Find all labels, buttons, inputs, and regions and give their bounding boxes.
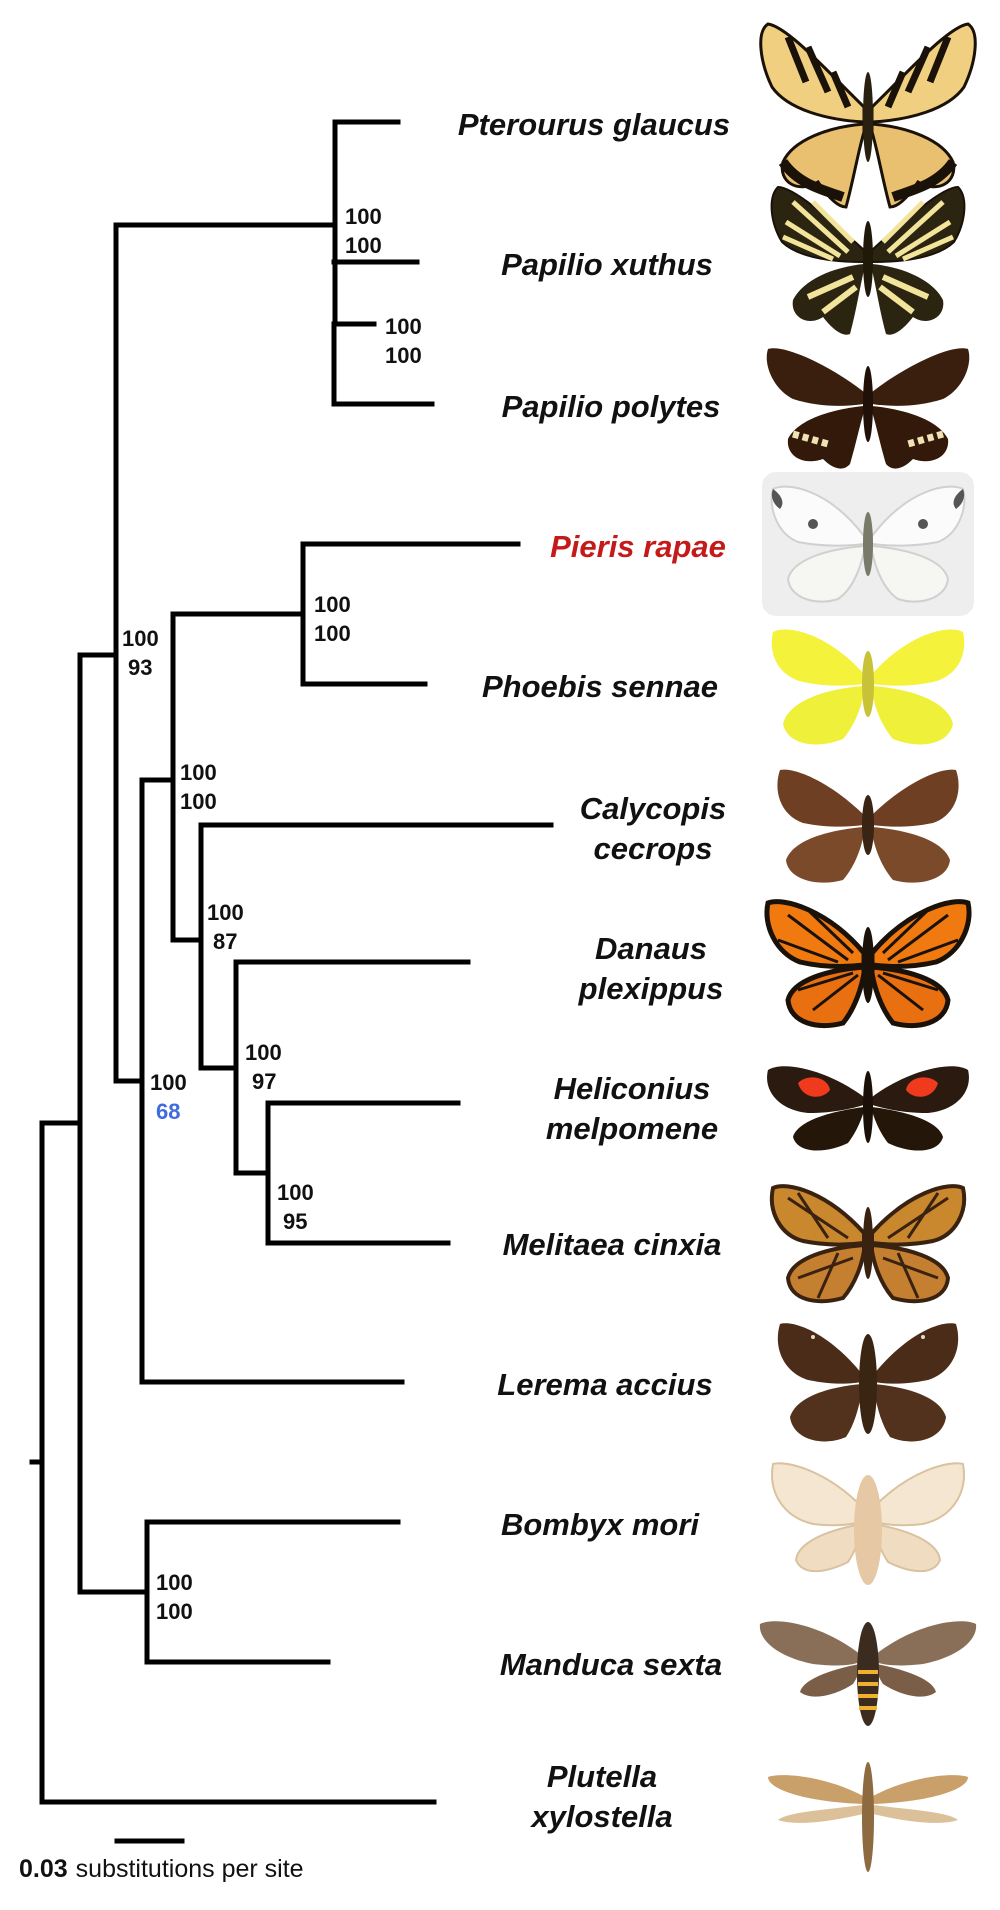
taxon-label: Manduca sexta: [500, 1647, 722, 1682]
support-bottom: 100: [180, 789, 217, 814]
taxon-label: Calycopis: [580, 791, 726, 826]
support-top: 100: [122, 626, 159, 651]
skipper-icon: [777, 1323, 959, 1442]
swallowtail-dark-icon: [766, 348, 970, 469]
hairstreak-icon: [777, 769, 959, 883]
taxon-label: Danaus: [595, 931, 707, 966]
taxon-label: cecrops: [594, 831, 713, 866]
support-bottom: 95: [283, 1209, 307, 1234]
support-bottom: 93: [128, 655, 152, 680]
branch-lyc-nym: [198, 822, 554, 1071]
scale-bar-value: 0.03: [19, 1855, 68, 1883]
scale-bar-label: 0.03 substitutions per site: [19, 1855, 304, 1883]
swallowtail-black-yellow-icon: [770, 185, 966, 335]
taxon-label: Bombyx mori: [501, 1507, 700, 1542]
support-top: 100: [314, 592, 351, 617]
support-bottom: 100: [314, 621, 351, 646]
taxon-label: Pterourus glaucus: [458, 107, 730, 142]
yellow-sulphur-icon: [771, 629, 965, 745]
taxon-label: Papilio xuthus: [501, 247, 713, 282]
taxon-label: Heliconius: [554, 1071, 711, 1106]
support-values: 100 100 100 100 100 100 100 93 100 100 1…: [122, 204, 422, 1624]
taxon-labels: Pterourus glaucus Papilio xuthus Papilio…: [458, 107, 730, 1834]
branch-papilionoidea: [113, 222, 145, 1084]
support-bottom-highlight: 68: [156, 1099, 180, 1124]
support-top: 100: [180, 760, 217, 785]
support-top: 100: [345, 204, 382, 229]
branch-pieridae-stem: [170, 611, 306, 943]
taxon-label-highlight: Pieris rapae: [550, 529, 726, 564]
support-bottom: 97: [252, 1069, 276, 1094]
scale-bar: 0.03 substitutions per site: [19, 1838, 304, 1883]
taxon-label: Papilio polytes: [502, 389, 721, 424]
support-top: 100: [385, 314, 422, 339]
diamondback-moth-icon: [768, 1762, 968, 1872]
support-top: 100: [156, 1570, 193, 1595]
monarch-icon: [764, 899, 972, 1029]
branch-root: [39, 1120, 437, 1805]
taxon-label: Phoebis sennae: [482, 669, 718, 704]
specimen-images: [759, 22, 977, 1872]
support-top: 100: [245, 1040, 282, 1065]
taxon-label: Plutella: [547, 1759, 657, 1794]
taxon-label: Lerema accius: [497, 1367, 712, 1402]
scale-bar-unit: substitutions per site: [76, 1855, 304, 1883]
support-top: 100: [207, 900, 244, 925]
support-top: 100: [277, 1180, 314, 1205]
white-butterfly-icon: [762, 472, 974, 616]
taxon-label: Melitaea cinxia: [503, 1227, 722, 1262]
silkmoth-icon: [771, 1462, 965, 1585]
hawkmoth-icon: [759, 1621, 977, 1726]
support-bottom: 87: [213, 929, 237, 954]
branch-nymphalidae: [233, 959, 471, 1176]
heliconius-icon: [767, 1066, 969, 1151]
swallowtail-tiger-icon: [759, 22, 977, 209]
taxon-label: melpomene: [546, 1111, 718, 1146]
fritillary-icon: [769, 1184, 967, 1304]
tree-branches: [29, 119, 554, 1805]
support-bottom: 100: [156, 1599, 193, 1624]
branch-papilio-clade: [331, 259, 435, 407]
taxon-label: plexippus: [578, 971, 724, 1006]
support-bottom: 100: [345, 233, 382, 258]
taxon-label: xylostella: [529, 1799, 672, 1834]
support-bottom: 100: [385, 343, 422, 368]
support-top: 100: [150, 1070, 187, 1095]
